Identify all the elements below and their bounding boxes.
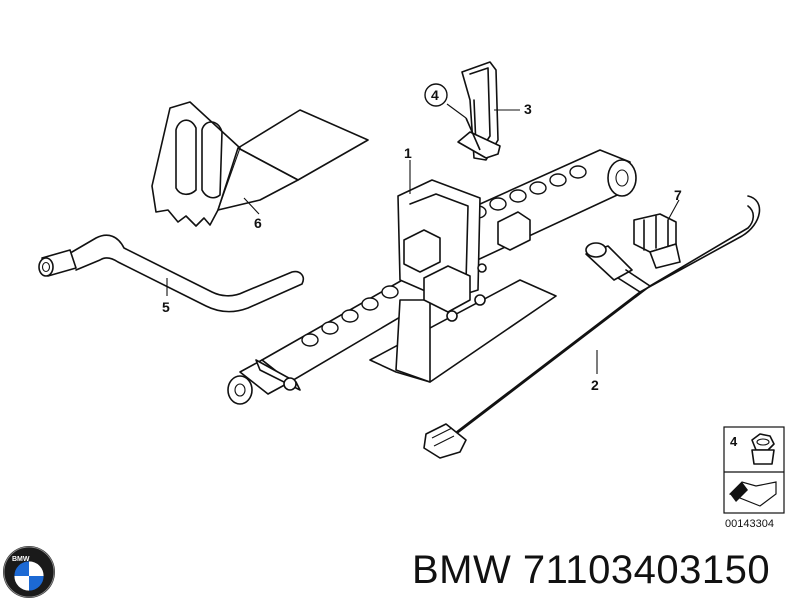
callout-5: 5 xyxy=(162,299,170,315)
part-number-label: BMW 71103403150 xyxy=(412,548,771,592)
callout-6: 6 xyxy=(254,215,262,231)
legend-item-number: 4 xyxy=(730,434,738,449)
callout-1: 1 xyxy=(404,145,412,161)
callout-7: 7 xyxy=(674,187,682,203)
bmw-logo-icon: BMW xyxy=(3,546,55,598)
bmw-logo-letters: BMW xyxy=(12,556,30,563)
scissor-jack-part xyxy=(227,149,637,405)
jack-crank-part xyxy=(423,195,761,459)
reference-code: 00143304 xyxy=(725,518,774,530)
arrow-icon xyxy=(728,481,777,507)
callout-3: 3 xyxy=(524,101,532,117)
leader-lines xyxy=(166,103,680,374)
callout-2: 2 xyxy=(591,377,599,393)
legend-box: 4 00143304 xyxy=(723,426,785,530)
callout-4: 4 xyxy=(431,87,439,103)
wheel-wrench-part xyxy=(38,234,305,313)
callout-4-circle: 4 xyxy=(424,83,448,107)
retaining-clip-part xyxy=(633,213,681,269)
nut-icon xyxy=(751,433,775,465)
crank-handle-part xyxy=(457,61,501,161)
wheel-chock-part xyxy=(151,101,369,227)
